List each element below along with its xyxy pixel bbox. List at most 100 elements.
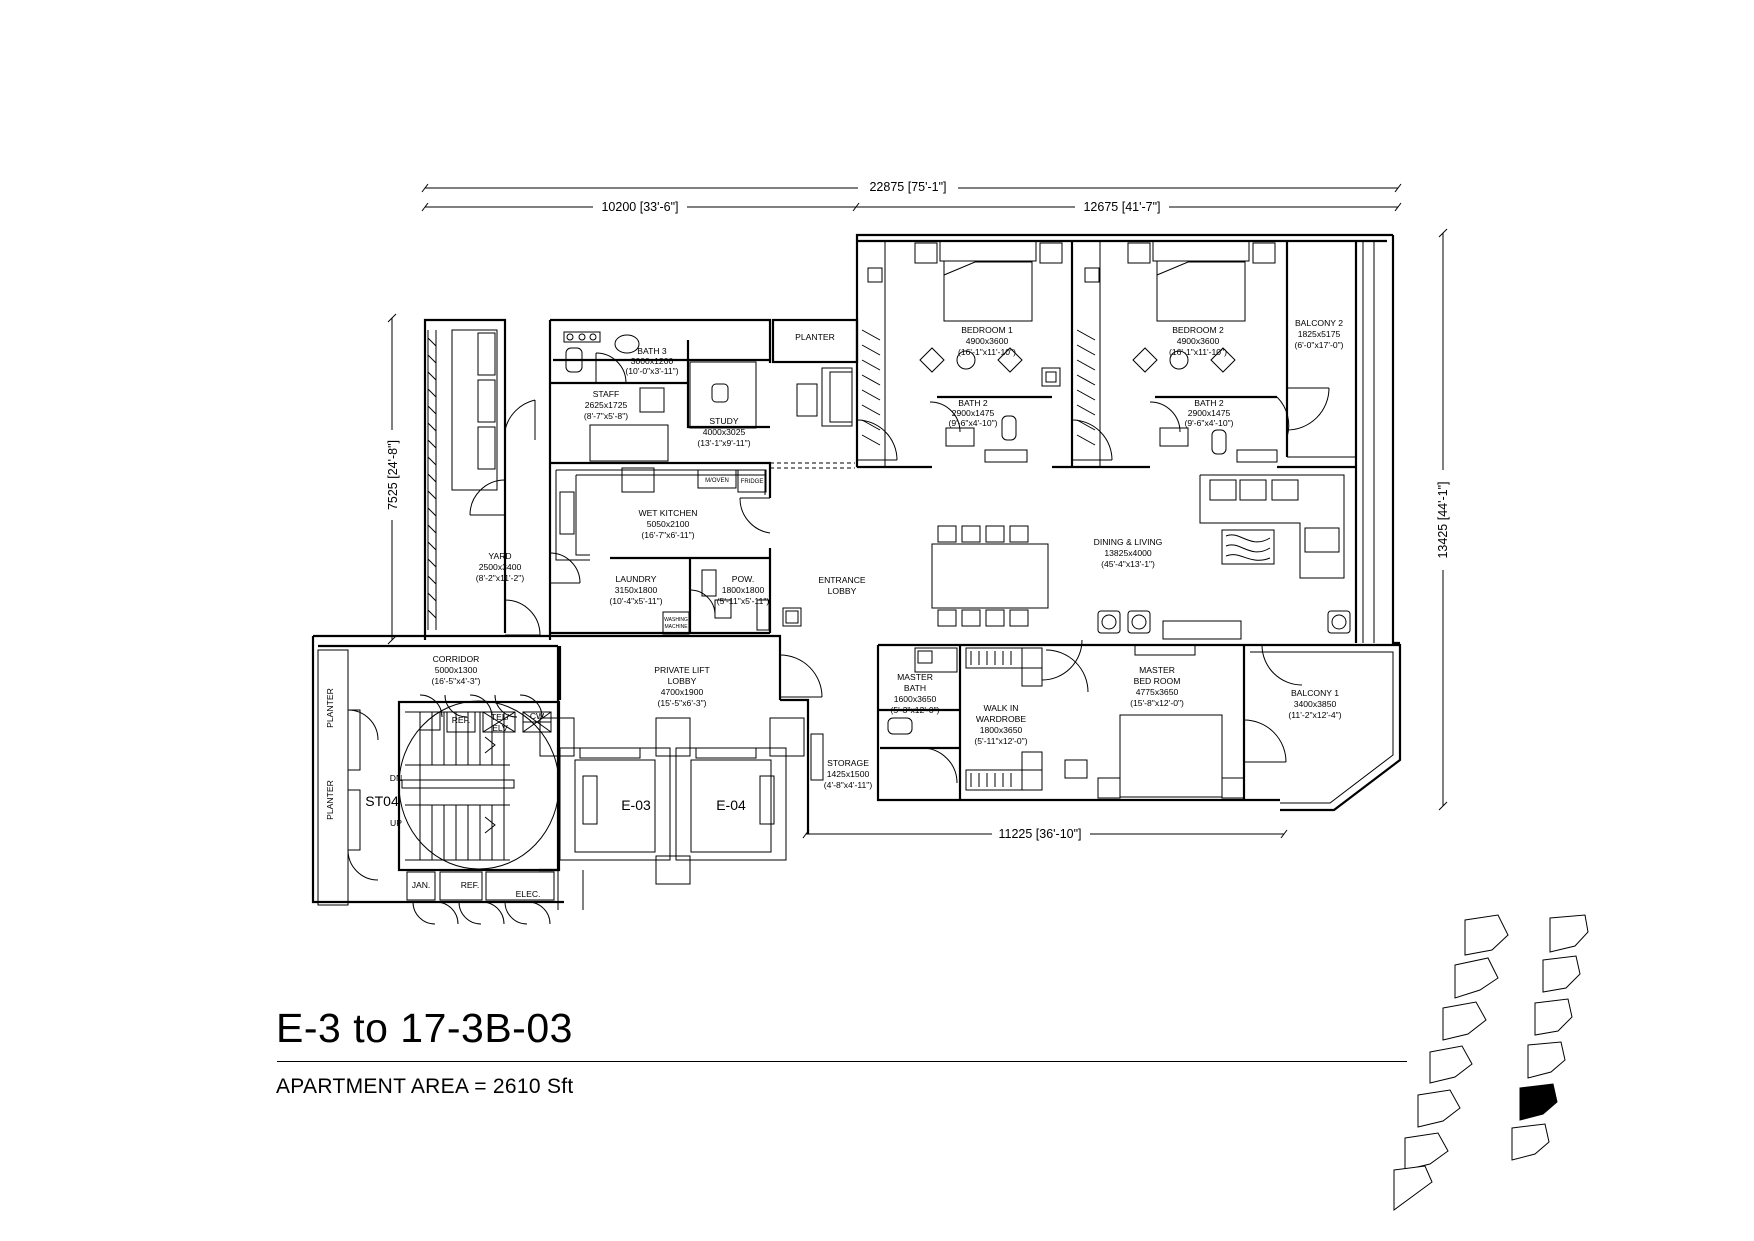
room-name: CORRIDOR [433, 654, 480, 664]
elv-label: ELV [492, 723, 508, 733]
room-imperial: (9'-6"x4'-10") [948, 418, 997, 428]
room-name: BATH 2 [958, 398, 988, 408]
room-pow: POW. 1800x1800 (5'-11"x5'-11") [717, 574, 770, 606]
fridge-label: FRIDGE [741, 479, 764, 485]
bottom-width-dim: 11225 [36'-10"] [998, 827, 1081, 841]
planter-top-label: PLANTER [795, 332, 835, 342]
room-bath2a: BATH 2 2900x1475 (9'-6"x4'-10") [948, 398, 997, 428]
ref-label-2: REF. [461, 880, 480, 890]
bedroom2-chairs [1132, 347, 1236, 373]
room-size: 1425x1500 [827, 769, 870, 779]
ref-label-1: REF. [452, 715, 471, 725]
room-name: STORAGE [827, 758, 869, 768]
bedroom1-chairs [919, 347, 1023, 373]
room-private-lift-lobby: PRIVATE LIFT LOBBY 4700x1900 (15'-5"x6'-… [654, 665, 710, 708]
room-bath3: BATH 3 3000x1200 (10'-0"x3'-11") [625, 346, 678, 376]
tel-label: TEL/ [491, 712, 510, 722]
room-entrance-lobby: ENTRANCE LOBBY [818, 575, 866, 596]
room-imperial: (6'-0"x17'-0") [1294, 340, 1343, 350]
room-master-bedroom: MASTER BED ROOM 4775x3650 (15'-8"x12'-0"… [1130, 665, 1184, 708]
jan-label: JAN. [412, 880, 431, 890]
room-name: PRIVATE LIFT [654, 665, 710, 675]
room-size: 1800x3650 [980, 725, 1023, 735]
detail-lines [317, 240, 1394, 910]
room-imperial: (5'-11"x12'-0") [974, 736, 1027, 746]
room-size: 1600x3650 [894, 694, 937, 704]
stair-treads [405, 711, 510, 861]
room-imperial: (8'-7"x5'-8") [584, 411, 628, 421]
room-name: BATH 3 [637, 346, 667, 356]
washing-label-1: WASHING [664, 617, 688, 623]
armchairs [1097, 610, 1351, 634]
key-plan [1393, 914, 1589, 1211]
room-name-line2: LOBBY [828, 586, 857, 596]
stair-dn-label: DN [390, 773, 402, 783]
apartment-area: APARTMENT AREA = 2610 Sft [276, 1075, 574, 1098]
room-imperial: (15'-5"x6'-3") [657, 698, 706, 708]
room-walk-in-wardrobe: WALK IN WARDROBE 1800x3650 (5'-11"x12'-0… [974, 703, 1027, 746]
room-imperial: (16'-1"x11'-10") [958, 347, 1016, 357]
room-name: BALCONY 2 [1295, 318, 1343, 328]
overall-width-dim: 22875 [75'-1"] [869, 180, 946, 194]
room-name: MASTER [897, 672, 933, 682]
elec-label: ELEC. [516, 889, 541, 899]
room-name: DINING & LIVING [1094, 537, 1163, 547]
room-imperial: (9'-6"x4'-10") [1184, 418, 1233, 428]
room-bedroom1: BEDROOM 1 4900x3600 (16'-1"x11'-10") [958, 325, 1016, 357]
page-title: E-3 to 17-3B-03 [276, 1005, 573, 1051]
room-size: 4900x3600 [1177, 336, 1220, 346]
room-imperial: (15'-8"x12'-0") [1130, 698, 1184, 708]
stair-st04-label: ST04 [365, 793, 399, 809]
room-storage: STORAGE 1425x1500 (4'-8"x4'-11") [824, 758, 873, 790]
room-bedroom2: BEDROOM 2 4900x3600 (16'-1"x11'-10") [1169, 325, 1227, 357]
room-size: 3150x1800 [615, 585, 658, 595]
key-plan-highlight-unit [1519, 1083, 1558, 1121]
room-name-line2: BED ROOM [1134, 676, 1181, 686]
room-size: 2500x3400 [479, 562, 522, 572]
room-study: STUDY 4000x3025 (13'-1"x9'-11") [697, 416, 750, 448]
room-name: STUDY [709, 416, 738, 426]
left-height-dim: 7525 [24'-8"] [386, 440, 400, 510]
room-size: 4775x3650 [1136, 687, 1179, 697]
left-width-dim: 10200 [33'-6"] [601, 200, 678, 214]
lift-e04-label: E-04 [716, 797, 746, 813]
room-name: ENTRANCE [818, 575, 866, 585]
room-size: 2625x1725 [585, 400, 628, 410]
room-yard: YARD 2500x3400 (8'-2"x11'-2") [476, 551, 525, 583]
room-name: STAFF [593, 389, 620, 399]
room-bath2b: BATH 2 2900x1475 (9'-6"x4'-10") [1184, 398, 1233, 428]
room-name: MASTER [1139, 665, 1175, 675]
room-imperial: (11'-2"x12'-4") [1288, 710, 1341, 720]
planter-left-label-2: PLANTER [325, 780, 335, 820]
room-size: 4000x3025 [703, 427, 746, 437]
room-imperial: (10'-0"x3'-11") [625, 366, 678, 376]
key-plan-left-tower [1393, 914, 1509, 1211]
room-imperial: (13'-1"x9'-11") [697, 438, 750, 448]
room-imperial: (4'-8"x4'-11") [824, 780, 873, 790]
room-name-line2: BATH [904, 683, 926, 693]
room-name: BEDROOM 2 [1172, 325, 1224, 335]
room-name: LAUNDRY [616, 574, 657, 584]
room-size: 1800x1800 [722, 585, 765, 595]
room-name: POW. [732, 574, 754, 584]
room-balcony1: BALCONY 1 3400x3850 (11'-2"x12'-4") [1288, 688, 1341, 720]
stair-up-label: UP [390, 818, 402, 828]
room-imperial: (45'-4"x13'-1") [1101, 559, 1155, 569]
room-size: 2900x1475 [952, 408, 995, 418]
lift-e03-label: E-03 [621, 797, 651, 813]
wardrobe-hatch [861, 329, 1096, 446]
room-dining-living: DINING & LIVING 13825x4000 (45'-4"x13'-1… [1094, 537, 1163, 569]
room-name-line2: LOBBY [668, 676, 697, 686]
room-imperial: (16'-7"x6'-11") [641, 530, 694, 540]
dimension-texts: 22875 [75'-1"] 10200 [33'-6"] 12675 [41'… [383, 179, 1452, 842]
room-corridor: CORRIDOR 5000x1300 (16'-5"x4'-3") [431, 654, 480, 686]
washing-label-2: MACHINE [664, 624, 688, 630]
room-laundry: LAUNDRY 3150x1800 (10'-4"x5'-11") [609, 574, 662, 606]
room-size: 3000x1200 [631, 356, 674, 366]
room-size: 1825x5175 [1298, 329, 1341, 339]
cw-label: CW [530, 711, 545, 721]
room-size: 5050x2100 [647, 519, 690, 529]
room-size: 4700x1900 [661, 687, 704, 697]
room-name: BEDROOM 1 [961, 325, 1013, 335]
